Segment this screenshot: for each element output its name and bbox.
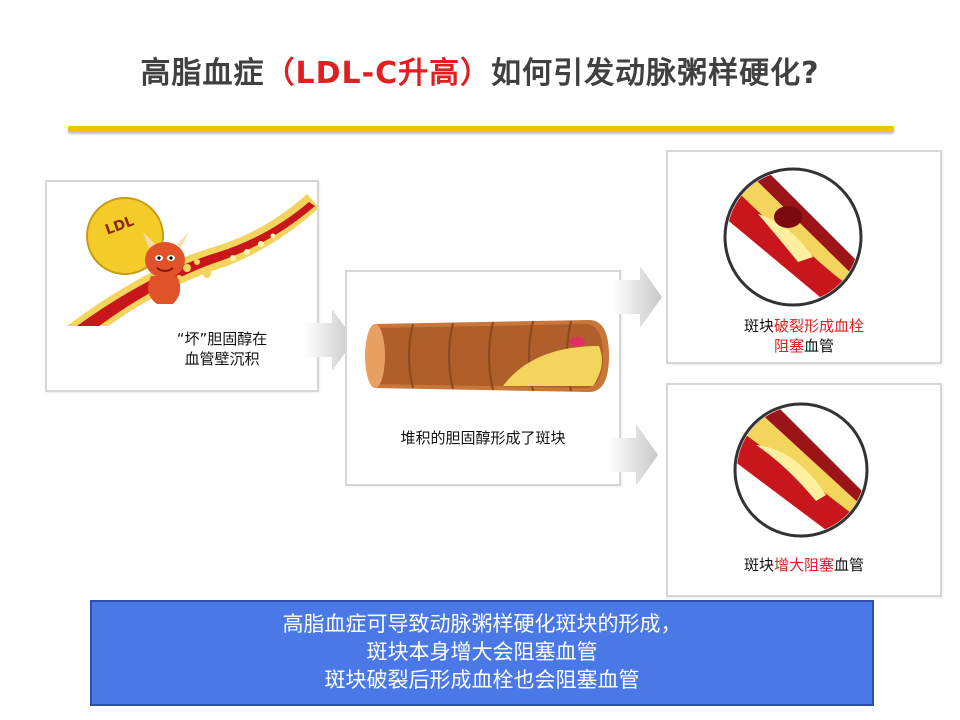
panel4-caption-post: 血管	[834, 556, 865, 574]
panel1-caption-line2: 血管壁沉积	[184, 350, 260, 368]
panel-plaque-formation: 堆积的胆固醇形成了斑块	[345, 270, 621, 486]
ldl-deposit-illustration	[67, 194, 317, 326]
panel3-caption-red2: 阻塞	[773, 337, 804, 355]
summary-line1: 高脂血症可导致动脉粥样硬化斑块的形成，	[282, 612, 682, 636]
panel3-caption-red: 破裂形成血栓	[774, 317, 865, 335]
thrombus-vessel-illustration	[723, 167, 863, 307]
plaque-deposit	[503, 346, 602, 386]
title-part1: 高脂血症	[140, 56, 265, 91]
blocked-vessel-illustration	[733, 402, 869, 538]
panel3-caption-pre: 斑块	[743, 317, 774, 335]
panel4-caption: 斑块增大阻塞血管	[688, 555, 920, 575]
devil-icon	[143, 232, 189, 304]
title-underline	[68, 126, 894, 132]
title-part2: 如何引发动脉粥样硬化?	[491, 56, 820, 91]
page-title: 高脂血症（LDL-C升高）如何引发动脉粥样硬化?	[0, 48, 960, 92]
panel-ldl-deposit: LDL “坏”胆固醇在 血管壁沉积	[45, 180, 319, 392]
panel4-caption-pre: 斑块	[743, 556, 774, 574]
panel1-caption-line1: “坏”胆固醇在	[176, 330, 268, 348]
panel3-caption-post: 血管	[804, 337, 835, 355]
plaque-vessel-illustration	[365, 320, 609, 392]
panel3-caption: 斑块破裂形成血栓 阻塞血管	[688, 316, 920, 356]
panel2-caption: 堆积的胆固醇形成了斑块	[400, 429, 566, 447]
title-highlight: （LDL-C升高）	[264, 56, 492, 91]
arrow-right-icon	[608, 424, 658, 486]
arrow-right-icon	[304, 309, 354, 371]
thrombus	[774, 206, 802, 228]
summary-line2: 斑块本身增大会阻塞血管	[366, 640, 598, 664]
panel1-caption: “坏”胆固醇在 血管壁沉积	[147, 329, 297, 369]
summary-line3: 斑块破裂后形成血栓也会阻塞血管	[324, 668, 640, 692]
summary-box: 高脂血症可导致动脉粥样硬化斑块的形成， 斑块本身增大会阻塞血管 斑块破裂后形成血…	[90, 600, 874, 706]
ldl-ball-icon	[86, 197, 164, 275]
panel-plaque-rupture: 斑块破裂形成血栓 阻塞血管	[666, 150, 942, 364]
panel4-caption-red: 增大阻塞	[773, 556, 834, 574]
panel-plaque-blockage: 斑块增大阻塞血管	[666, 383, 942, 597]
arrow-right-icon	[612, 266, 662, 328]
